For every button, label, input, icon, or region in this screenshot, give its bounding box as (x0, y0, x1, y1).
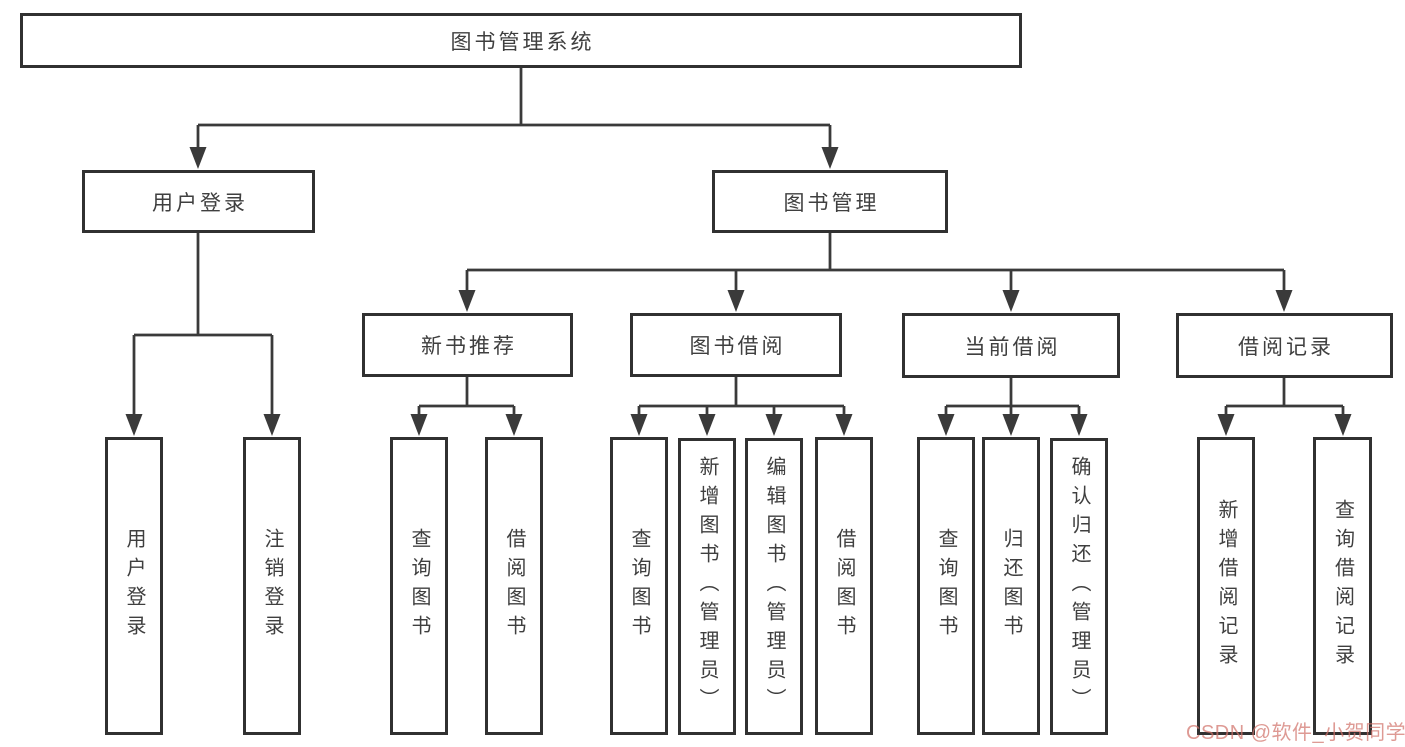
leaf-current-query-books: 查询图书 (917, 437, 975, 735)
leaf-user-login: 用户登录 (105, 437, 163, 735)
leaf-return-books-label: 归还图书 (1000, 528, 1022, 644)
node-current-borrowing-label: 当前借阅 (964, 335, 1061, 359)
node-book-borrowing-label: 图书借阅 (689, 335, 786, 358)
node-new-book-recommend: 新书推荐 (362, 313, 573, 377)
node-borrowing-records: 借阅记录 (1176, 313, 1393, 378)
node-new-book-recommend-label: 新书推荐 (421, 335, 517, 358)
leaf-borrowing-borrow-books-label: 借阅图书 (833, 528, 855, 644)
node-book-borrowing: 图书借阅 (630, 313, 842, 377)
leaf-add-books-admin-label: 新增图书（管理员） (696, 456, 718, 717)
leaf-logout: 注销登录 (243, 437, 301, 735)
arrowheads (125, 147, 1352, 436)
node-current-borrowing: 当前借阅 (902, 313, 1120, 378)
node-library-system-label: 图书管理系统 (450, 30, 595, 54)
leaf-add-borrow-record-label: 新增借阅记录 (1215, 499, 1237, 673)
leaf-borrowing-query-books: 查询图书 (610, 437, 668, 735)
leaf-edit-books-admin-label: 编辑图书（管理员） (763, 456, 785, 717)
leaf-borrowing-query-books-label: 查询图书 (628, 528, 650, 644)
node-book-management-label: 图书管理 (783, 191, 880, 215)
csdn-watermark: CSDN @软件_小贺同学 (1186, 722, 1405, 744)
leaf-confirm-return-admin: 确认归还（管理员） (1050, 438, 1108, 735)
leaf-logout-label: 注销登录 (261, 528, 283, 644)
leaf-return-books: 归还图书 (982, 437, 1040, 735)
leaf-recommend-query-books: 查询图书 (390, 437, 448, 735)
leaf-edit-books-admin: 编辑图书（管理员） (745, 438, 803, 735)
leaf-confirm-return-admin-label: 确认归还（管理员） (1068, 456, 1090, 717)
node-book-management: 图书管理 (712, 170, 948, 233)
leaf-user-login-label: 用户登录 (123, 528, 145, 644)
leaf-recommend-query-books-label: 查询图书 (408, 528, 430, 644)
leaf-add-books-admin: 新增图书（管理员） (678, 438, 736, 735)
node-user-login-label: 用户登录 (152, 191, 248, 215)
leaf-query-borrow-record: 查询借阅记录 (1313, 437, 1372, 735)
leaf-borrowing-borrow-books: 借阅图书 (815, 437, 873, 735)
leaf-recommend-borrow-books-label: 借阅图书 (503, 528, 525, 644)
leaf-current-query-books-label: 查询图书 (935, 528, 957, 644)
node-library-system: 图书管理系统 (20, 13, 1022, 68)
leaf-recommend-borrow-books: 借阅图书 (485, 437, 543, 735)
node-borrowing-records-label: 借阅记录 (1238, 335, 1334, 359)
leaf-query-borrow-record-label: 查询借阅记录 (1331, 499, 1354, 673)
node-user-login: 用户登录 (82, 170, 315, 233)
leaf-add-borrow-record: 新增借阅记录 (1197, 437, 1255, 735)
